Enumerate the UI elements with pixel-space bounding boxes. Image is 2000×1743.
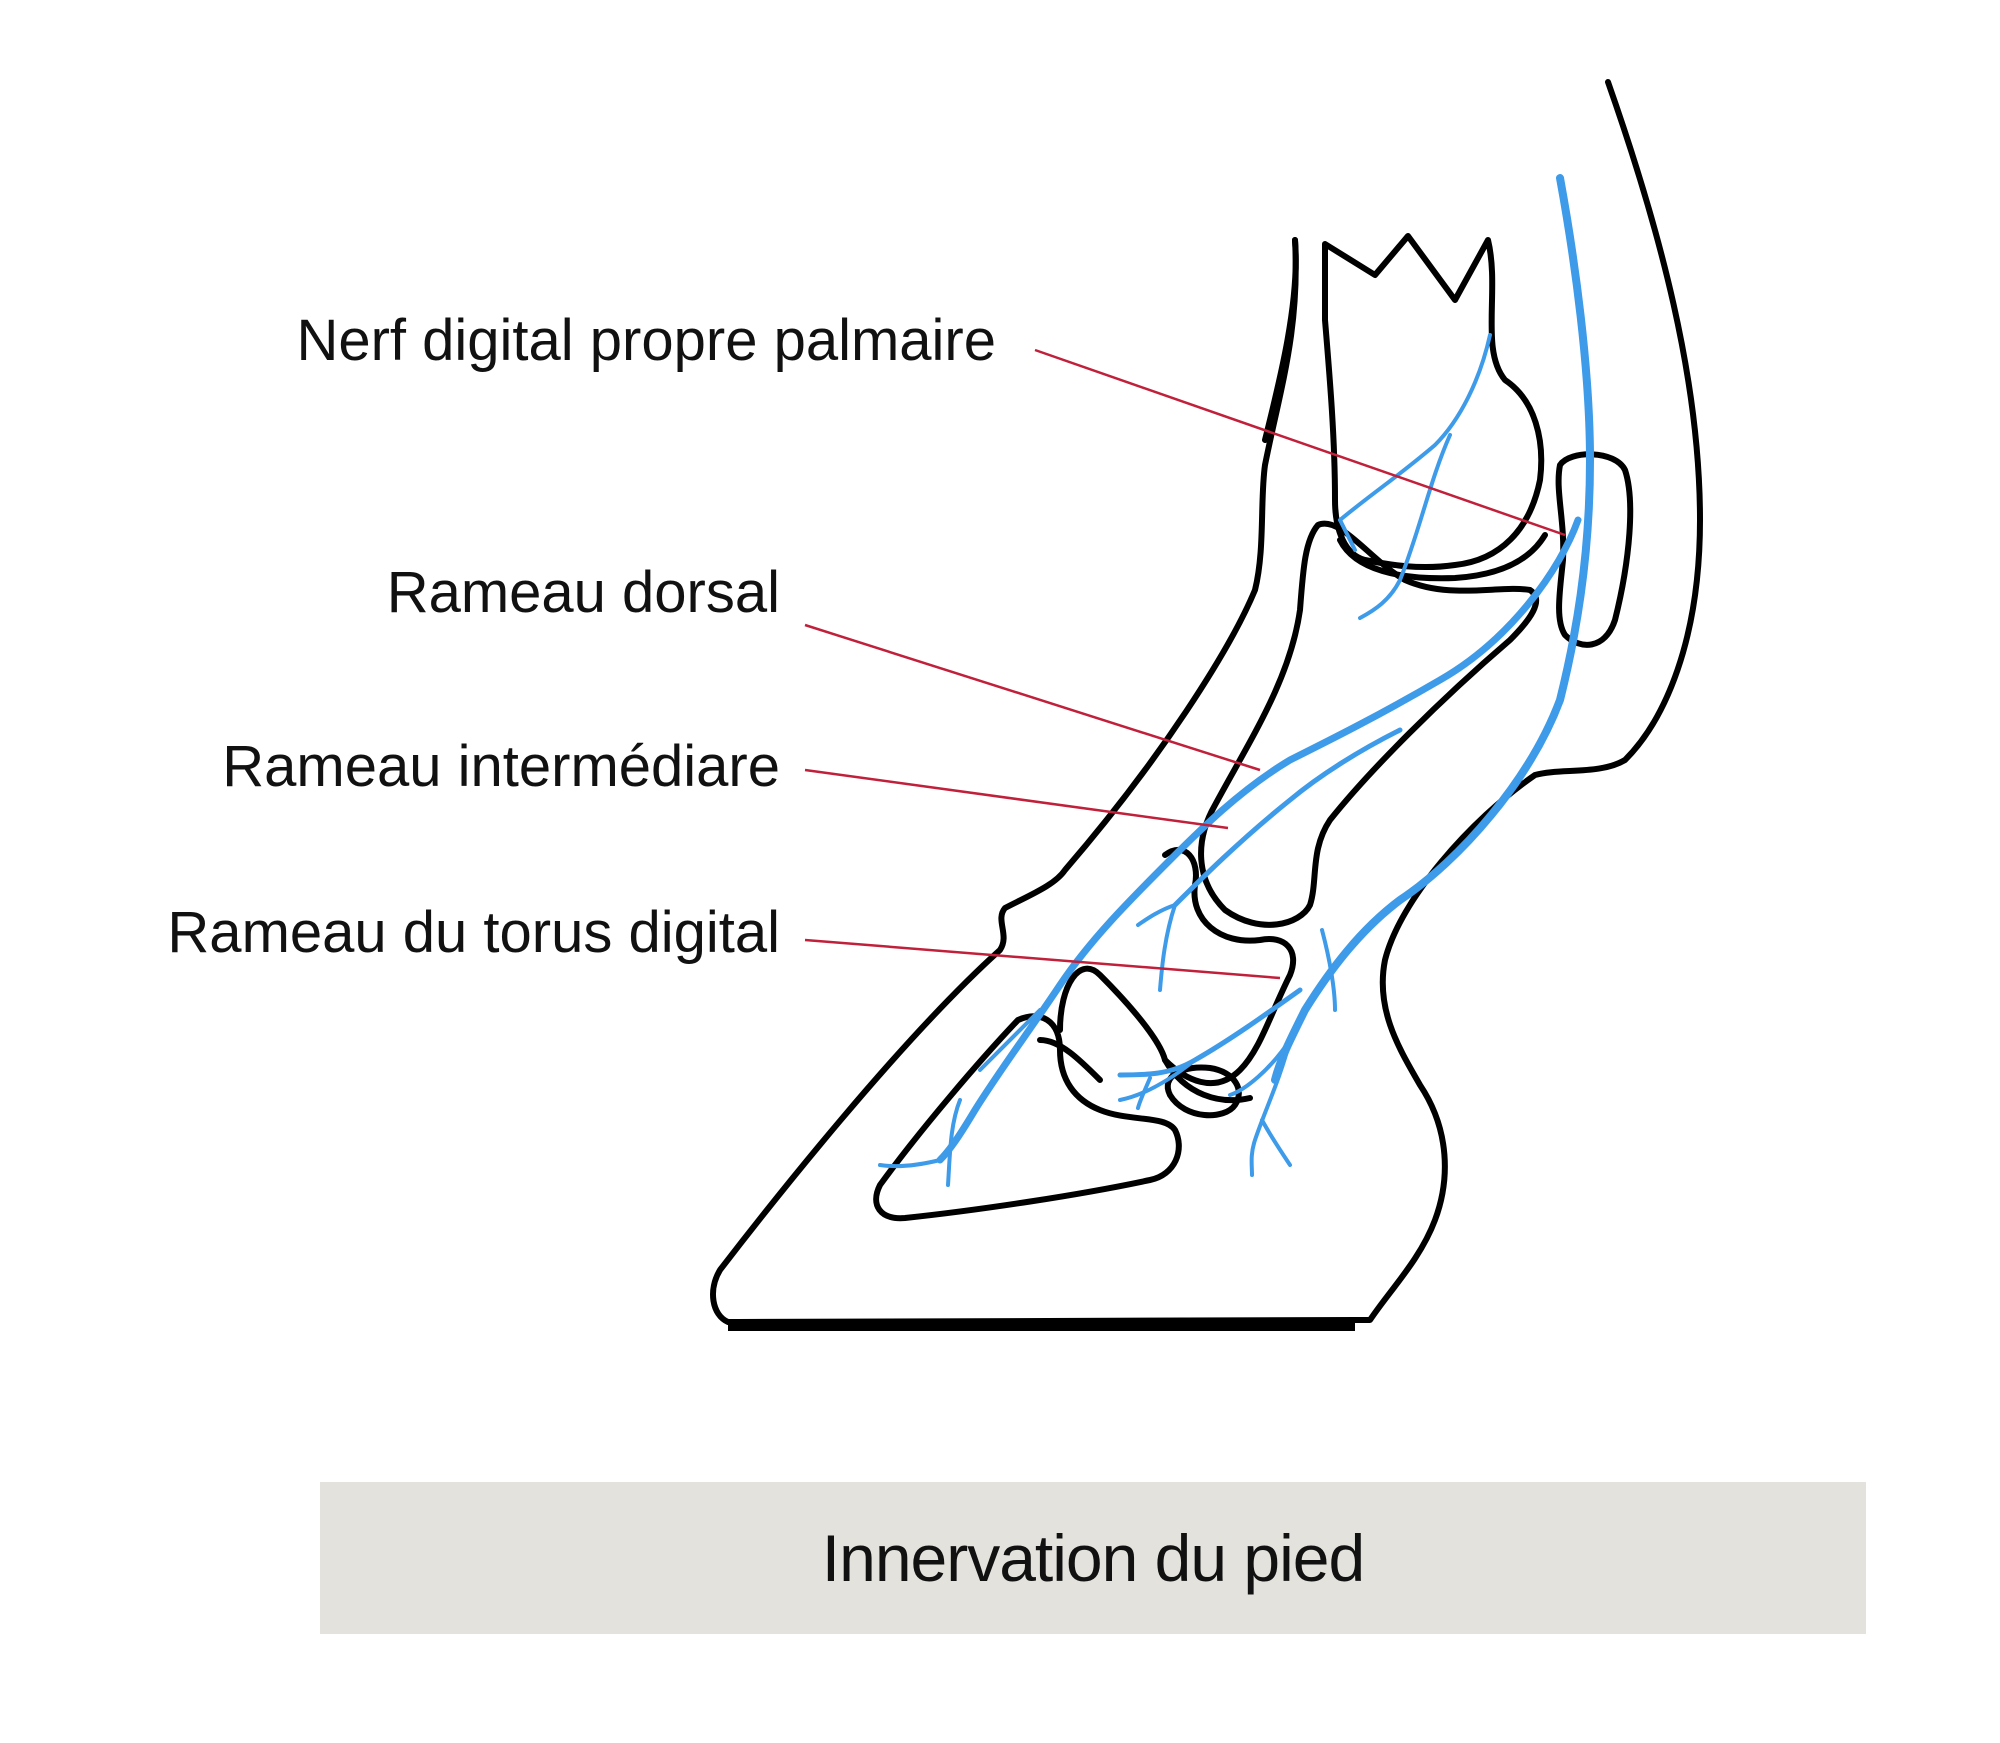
upper-branch-3 [1338,518,1357,552]
digital-cushion [1037,1037,1103,1083]
upper-branch-1 [1338,333,1492,522]
intermediate-fork-2 [1136,903,1177,927]
dorsal-ending-3 [878,1158,942,1169]
nerves [878,174,1594,1187]
long-pastern-bone [1322,233,1545,571]
short-pastern-bone [1198,520,1539,928]
heel-branch-2 [1249,1038,1292,1177]
coffin-bone-upper [1057,965,1253,1104]
caption-bar: Innervation du pied [320,1482,1866,1634]
proximal-sesamoid [1555,451,1634,648]
coffin-bone [873,1013,1182,1222]
caption-title: Innervation du pied [821,1521,1365,1595]
coronary-band-outline [1262,237,1299,443]
label-rameau-intermediaire: Rameau intermédiare [222,734,780,799]
rameau-torus-nerve [1117,987,1303,1078]
torus-fork-1 [1118,1058,1197,1102]
leader-lines [804,348,1566,980]
dorsal-ending-1 [978,1008,1042,1072]
heel-branch-4 [1320,928,1337,1012]
hoof-outlines [710,79,1703,1331]
rameau-intermediaire-nerve [1172,727,1403,908]
label-nerf-digital: Nerf digital propre palmaire [296,308,996,373]
heel-branch-1 [1228,1038,1292,1097]
middle-phalanx-lower [1162,846,1297,1087]
label-rameau-dorsal: Rameau dorsal [387,560,780,625]
label-rameau-torus: Rameau du torus digital [167,900,780,965]
leader-rameau-dorsal [804,623,1261,772]
nerf-digital-trunk [1271,174,1594,1084]
heel-branch-3 [1260,1118,1292,1167]
dorsal-ending-2 [946,1098,962,1187]
leader-rameau-torus [804,938,1281,980]
hoof-wall-outline [710,79,1703,1325]
rameau-dorsal-nerve [936,516,1582,1164]
leader-nerf-digital [1034,348,1566,537]
labels: Nerf digital propre palmaire Rameau dors… [167,308,996,965]
upper-branch-2 [1358,433,1452,620]
leader-rameau-intermediaire [804,768,1229,830]
intermediate-fork-1 [1158,903,1177,992]
torus-fork-2 [1136,1076,1152,1110]
pastern-joint-line [1337,532,1548,582]
